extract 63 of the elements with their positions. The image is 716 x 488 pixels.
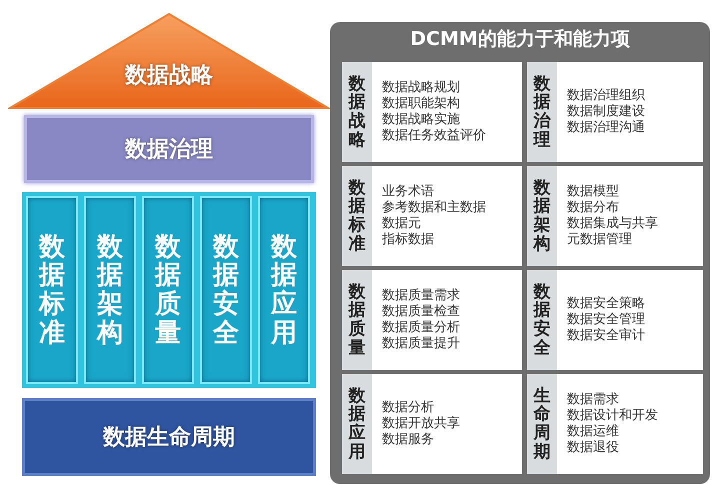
bar-label: 数据治理 bbox=[125, 136, 213, 164]
capability-item: 数据集成与共享 bbox=[567, 216, 658, 232]
capability-card bbox=[342, 270, 522, 370]
capability-item: 数据退役 bbox=[567, 440, 620, 456]
capability-item: 数据任务效益评价 bbox=[382, 128, 486, 144]
pillar-label: 数据标准 bbox=[39, 232, 65, 348]
panel-title: DCMM的能力于和能力项 bbox=[409, 27, 631, 52]
capability-heading: 数据安全 bbox=[534, 282, 550, 358]
capability-card bbox=[527, 62, 703, 162]
pillar-label: 数据应用 bbox=[271, 232, 297, 348]
capability-panel bbox=[330, 22, 710, 484]
capability-item: 数据质量需求 bbox=[382, 288, 460, 304]
foundation-bar bbox=[22, 398, 316, 476]
capability-item: 数据安全审计 bbox=[567, 328, 645, 344]
capability-item: 数据分析 bbox=[382, 400, 434, 416]
pillar-label: 数据架构 bbox=[97, 232, 123, 348]
bar-label: 数据生命周期 bbox=[103, 424, 235, 452]
capability-card bbox=[342, 166, 522, 266]
pillar bbox=[84, 196, 136, 384]
governance-bar bbox=[24, 115, 314, 183]
capability-heading: 数据应用 bbox=[348, 386, 366, 462]
capability-card bbox=[527, 166, 703, 266]
capability-item: 数据开放共享 bbox=[382, 416, 460, 432]
pillar bbox=[142, 196, 194, 384]
capability-item: 数据元 bbox=[382, 216, 422, 232]
capability-item: 数据需求 bbox=[567, 392, 620, 408]
capability-item: 数据安全管理 bbox=[567, 312, 645, 328]
capability-card bbox=[342, 374, 522, 474]
capability-heading: 数据标准 bbox=[348, 178, 366, 254]
capability-item: 数据战略实施 bbox=[382, 112, 461, 128]
pillar bbox=[258, 196, 310, 384]
capability-item: 数据治理组织 bbox=[567, 88, 645, 104]
capability-item: 数据运维 bbox=[567, 424, 620, 440]
capability-item: 数据服务 bbox=[382, 432, 435, 448]
capability-heading: 数据战略 bbox=[348, 74, 366, 150]
capability-item: 数据安全策略 bbox=[567, 296, 645, 312]
capability-item: 数据设计和开发 bbox=[567, 408, 658, 424]
capability-card bbox=[342, 62, 522, 162]
capability-item: 数据职能架构 bbox=[382, 96, 461, 112]
capability-card bbox=[527, 374, 703, 474]
pillar-label: 数据安全 bbox=[213, 232, 239, 348]
roof-title: 数据战略 bbox=[125, 62, 213, 90]
pillar bbox=[26, 196, 78, 384]
capability-item: 数据战略规划 bbox=[382, 80, 461, 96]
capability-item: 数据质量分析 bbox=[382, 320, 460, 336]
capability-heading: 生命周期 bbox=[534, 386, 550, 462]
capability-item: 数据质量提升 bbox=[382, 336, 460, 352]
capability-item: 指标数据 bbox=[382, 232, 435, 248]
capability-item: 数据分布 bbox=[567, 200, 620, 216]
capability-item: 数据质量检查 bbox=[382, 304, 460, 320]
capability-item: 数据治理沟通 bbox=[567, 120, 645, 136]
pillar-band bbox=[22, 192, 316, 388]
capability-item: 数据模型 bbox=[567, 184, 620, 200]
capability-item: 数据制度建设 bbox=[567, 104, 645, 120]
pillar-label: 数据质量 bbox=[155, 232, 181, 348]
capability-heading: 数据治理 bbox=[534, 74, 550, 150]
capability-heading: 数据质量 bbox=[348, 282, 366, 358]
capability-item: 业务术语 bbox=[382, 184, 435, 200]
capability-card bbox=[527, 270, 703, 370]
capability-item: 元数据管理 bbox=[567, 232, 633, 248]
capability-heading: 数据架构 bbox=[534, 178, 550, 254]
capability-item: 参考数据和主数据 bbox=[382, 200, 486, 216]
pillar bbox=[200, 196, 252, 384]
